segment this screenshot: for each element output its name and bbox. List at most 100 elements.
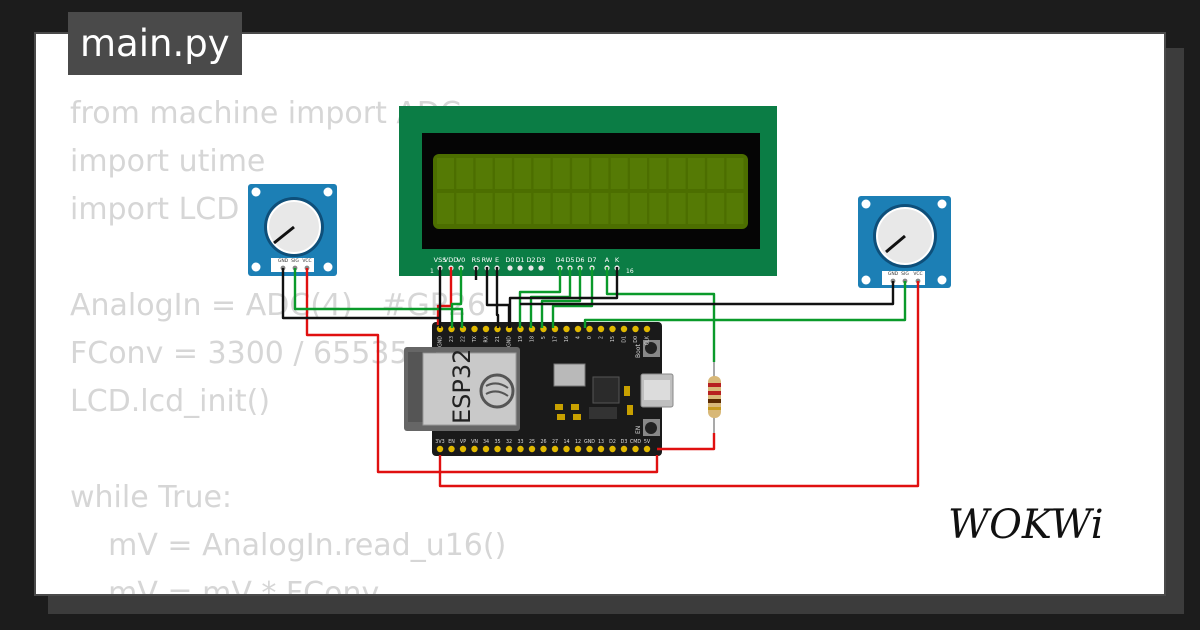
lcd-char-cell — [437, 193, 454, 224]
esp32-header-pin[interactable] — [574, 445, 582, 453]
lcd-char-cell — [668, 158, 686, 189]
esp32-header-pin[interactable] — [448, 445, 455, 453]
pot-pin-label: VCC — [913, 271, 922, 277]
esp32-top-pin-label: TX — [472, 335, 478, 343]
esp32-header-pin[interactable] — [459, 445, 467, 453]
pot-pin-label: GND — [278, 258, 289, 264]
esp32-header-pin[interactable] — [563, 445, 570, 453]
esp32-bottom-pin-label: 32 — [506, 439, 512, 445]
lcd-char-cell — [456, 158, 474, 189]
code-line: import utime — [70, 144, 266, 179]
esp32-header-pin[interactable] — [436, 325, 444, 333]
lcd-char-cell — [572, 158, 590, 189]
lcd-pin-label: D3 — [536, 256, 545, 264]
esp32-header-pin[interactable] — [494, 445, 501, 453]
lcd-char-cell — [668, 193, 686, 224]
lcd-char-cell — [707, 158, 725, 189]
esp32-bottom-pin-label: 13 — [598, 439, 604, 445]
lcd-char-cell — [552, 193, 570, 224]
lcd-pin[interactable] — [507, 265, 513, 271]
lcd-char-cell — [687, 158, 705, 189]
esp32-header-pin[interactable] — [482, 445, 490, 453]
esp32-board[interactable]: ESP32 Boot EN GND3V323EN22VPTXVNRX342135… — [404, 322, 674, 456]
esp32-bottom-pin-label: 33 — [517, 439, 523, 445]
lcd-char-cell — [514, 193, 532, 224]
code-line: while True: — [70, 480, 233, 515]
esp32-header-pin[interactable] — [471, 445, 478, 453]
esp32-header-pin[interactable] — [586, 325, 593, 333]
esp32-bottom-pin-label: 14 — [563, 439, 569, 445]
lcd-pin-last-label: 16 — [626, 268, 634, 275]
esp32-header-pin[interactable] — [609, 445, 616, 453]
esp32-bottom-pin-label: 26 — [540, 439, 546, 445]
esp32-top-pin-label: 0 — [587, 336, 593, 339]
resistor[interactable] — [708, 362, 721, 433]
wire-green-pot-left-sig — [293, 268, 464, 328]
esp32-header-pin[interactable] — [540, 445, 547, 453]
esp32-top-pin-label: RX — [484, 335, 490, 342]
lcd-pin-label: VDD — [444, 256, 458, 264]
en-label: EN — [635, 426, 642, 434]
lcd-char-cell — [475, 158, 493, 189]
lcd-pin-label: K — [615, 256, 620, 264]
esp32-header-pin[interactable] — [517, 445, 524, 453]
lcd-char-cell — [552, 158, 570, 189]
pot-pin-label: VCC — [302, 258, 311, 264]
lcd-char-cell — [591, 158, 609, 189]
wire-black-pot-right-gnd — [520, 281, 895, 306]
esp32-top-pin-label: D1 — [622, 336, 628, 343]
lcd-pin[interactable] — [538, 265, 544, 271]
esp32-header-pin[interactable] — [597, 325, 605, 333]
lcd-char-cell — [514, 158, 532, 189]
lcd-char-cell — [726, 158, 744, 189]
lcd-pin-label: D0 — [505, 256, 514, 264]
esp32-header-pin[interactable] — [643, 445, 651, 453]
esp32-header-pin[interactable] — [528, 445, 536, 453]
esp32-bottom-pin-label: 5V — [644, 439, 651, 445]
lcd-pin-label: D4 — [555, 256, 564, 264]
lcd-char-cell — [630, 193, 647, 224]
esp32-header-pin[interactable] — [632, 445, 639, 453]
lcd-char-cell — [437, 158, 454, 189]
esp32-header-pin[interactable] — [574, 325, 582, 333]
esp32-bottom-pin-label: 35 — [494, 439, 500, 445]
lcd-char-cell — [494, 193, 512, 224]
wire-green-lcd-a — [605, 267, 716, 362]
wokwi-logo: WOKWi — [948, 502, 1104, 548]
lcd-pin-first-label: 1 — [430, 268, 434, 275]
esp32-header-pin[interactable] — [505, 445, 513, 453]
esp32-top-pin-label: GND — [438, 336, 444, 347]
esp32-header-pin[interactable] — [632, 325, 639, 333]
lcd-pin-label: E — [495, 256, 499, 264]
pot-pin-label: SIG — [291, 258, 299, 264]
esp32-header-pin[interactable] — [643, 325, 651, 333]
esp32-header-pin[interactable] — [586, 445, 593, 453]
lcd-pin[interactable] — [528, 265, 534, 271]
esp32-header-pin[interactable] — [471, 325, 478, 333]
wire-green-pot-right-sig — [583, 281, 907, 328]
lcd-pin-label: RW — [482, 256, 493, 264]
boot-label: Boot — [635, 344, 642, 358]
esp32-header-pin[interactable] — [563, 325, 570, 333]
esp32-header-pin[interactable] — [620, 325, 628, 333]
esp32-header-pin[interactable] — [551, 445, 559, 453]
lcd-pin[interactable] — [517, 265, 523, 271]
file-tab[interactable]: main.py — [68, 12, 242, 75]
esp32-top-pin-label: 5 — [541, 336, 547, 339]
esp32-header-pin[interactable] — [482, 325, 490, 333]
esp32-header-pin[interactable] — [609, 325, 616, 333]
lcd-pin-label: D5 — [565, 256, 574, 264]
esp32-bottom-pin-label: 3V3 — [435, 439, 444, 445]
esp32-header-pin[interactable] — [597, 445, 605, 453]
esp32-top-pin-label: 16 — [564, 336, 570, 342]
esp32-header-pin[interactable] — [620, 445, 628, 453]
lcd-char-cell — [533, 193, 551, 224]
lcd-char-cell — [533, 158, 551, 189]
esp32-top-pin-label: 22 — [461, 336, 467, 342]
esp32-header-pin[interactable] — [436, 445, 444, 453]
